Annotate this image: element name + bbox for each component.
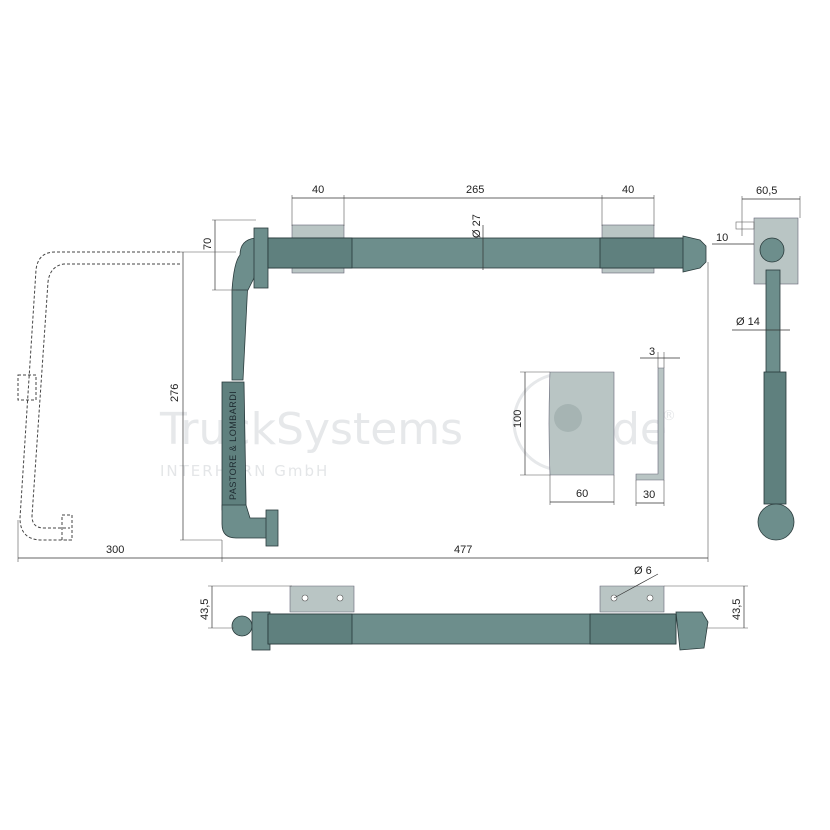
rod-diameter-dim: Ø 27 [471,214,484,270]
width-dims: 300 477 [17,262,709,562]
plate-face [548,371,615,476]
bottom-end-cap [675,611,709,651]
bend-height-dim: 70 [202,219,256,291]
dim-bracket-depth: 30 [643,489,655,501]
dim-bottom-height-left: 43,5 [199,599,211,620]
dim-right-plate: 40 [622,184,634,196]
side-view: 60,5 10 Ø 14 [712,185,801,541]
ghost-handle [17,251,180,541]
dim-side-width: 60,5 [756,185,777,197]
grip-left [267,237,353,269]
dim-hole-diameter: Ø 6 [634,565,652,577]
dim-side-rod-diameter: Ø 14 [736,316,760,328]
dim-cap-offset: 10 [716,232,728,244]
bottom-grip-right [589,613,677,645]
bottom-plate-left [289,585,355,613]
watermark-registered: ® [662,408,676,424]
side-rod [765,269,781,375]
dim-bottom-height-right: 43,5 [731,599,743,620]
dim-plate-height: 100 [512,410,524,428]
bottom-grip-left [267,613,353,645]
brand-label: PASTORE & LOMBARDI [228,391,238,500]
bottom-foot [231,615,253,637]
dim-rod-diameter: Ø 27 [471,214,483,238]
grip-right [599,237,685,269]
end-cap [682,235,707,273]
dim-plate-width: 60 [576,488,588,500]
bottom-collar [251,611,271,651]
dim-bend-height: 70 [202,238,214,250]
side-rod-end [759,237,785,263]
vertical-rod [231,279,249,381]
side-foot [757,503,795,541]
plate-globe-icon [554,404,582,432]
overall-height-dim: 276 [169,251,236,541]
side-grip [763,371,787,505]
bottom-view: Ø 6 43,5 43,5 [199,565,748,651]
watermark-main: TruckSystems [159,404,463,455]
bracket-profile: 3 30 [635,346,680,506]
dim-overall-height: 276 [169,384,181,402]
dim-plate-spacing: 265 [466,184,484,196]
dim-left-plate: 40 [312,184,324,196]
dim-ghost-width: 300 [106,544,124,556]
lower-flange [265,509,279,547]
main-handle-front: PASTORE & LOMBARDI [221,224,707,547]
lower-foot [221,504,269,539]
upper-flange [253,227,269,289]
bottom-plate-right [599,585,665,613]
dim-plate-thickness: 3 [649,346,655,358]
plate-detail: 100 60 [512,371,615,505]
dim-main-width: 477 [454,544,472,556]
top-dimensions: 40 265 40 [291,184,655,226]
